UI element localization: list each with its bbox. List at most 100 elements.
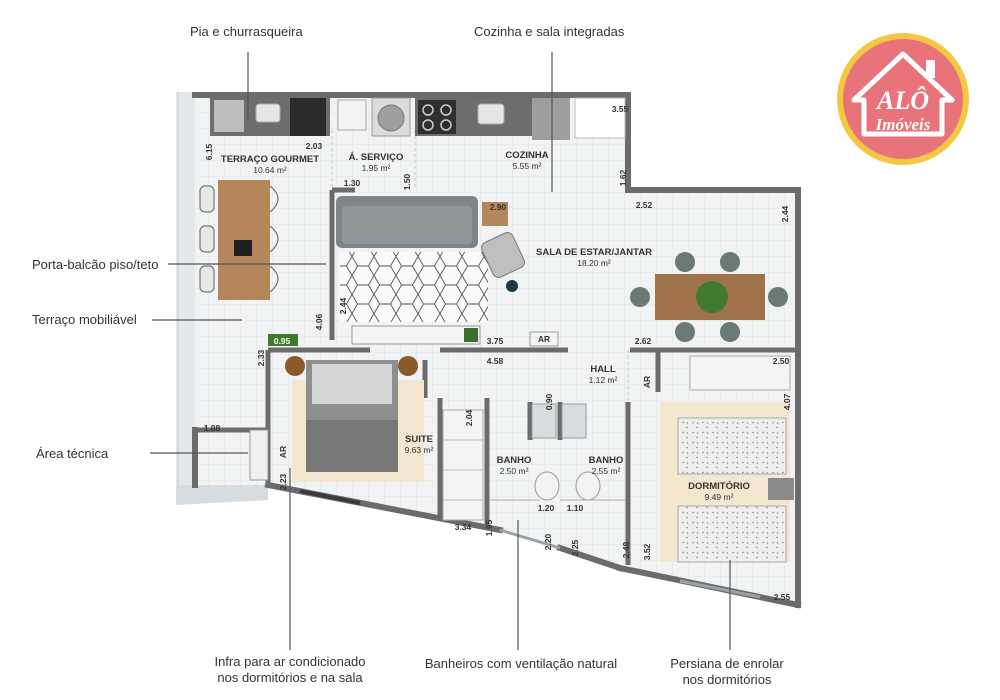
dim-252: 2.52 xyxy=(636,200,653,210)
floor-lamp xyxy=(506,280,518,292)
ar-label-sala: AR xyxy=(538,334,550,344)
dorm-bed-2 xyxy=(677,505,787,563)
dim-255: 2.55 xyxy=(774,592,791,602)
room-name-cozinha: COZINHA xyxy=(505,150,548,161)
dim-225: 2.25 xyxy=(570,539,580,556)
dining-plant xyxy=(696,281,728,313)
dim-375: 3.75 xyxy=(487,336,504,346)
dim-244a: 2.44 xyxy=(780,205,790,222)
dim-290: 2.90 xyxy=(490,202,507,212)
dim-262: 2.62 xyxy=(635,336,652,346)
callout-infra-line1: Infra para ar condicionado xyxy=(214,654,366,669)
callout-persiana-line1: Persiana de enrolar xyxy=(670,656,784,671)
balcony-edge xyxy=(176,485,268,505)
gourmet-chairs xyxy=(199,185,279,293)
dim-223: 2.23 xyxy=(278,473,288,490)
dim-220: 2.20 xyxy=(543,533,553,550)
chimney-icon xyxy=(926,60,935,78)
room-name-dormitorio: DORMITÓRIO xyxy=(688,480,750,492)
dorm-nightstand xyxy=(768,478,794,500)
fridge-kitchen xyxy=(532,98,570,140)
room-name-servico: Á. SERVIÇO xyxy=(349,152,404,163)
room-name-sala: SALA DE ESTAR/JANTAR xyxy=(536,247,652,258)
room-area-suite: 9.63 m² xyxy=(405,445,434,455)
dining-chairs xyxy=(630,252,788,342)
tv-rack xyxy=(351,325,481,345)
callout-terraco-mobiliavel: Terraço mobiliável xyxy=(32,312,137,327)
window-dorm xyxy=(679,579,761,599)
dorm-shelf xyxy=(689,355,791,391)
room-area-terraco: 10.64 m² xyxy=(253,165,287,175)
suite-duvet xyxy=(306,420,398,472)
room-name-banho2: BANHO xyxy=(589,455,624,466)
pantry xyxy=(574,97,626,139)
room-name-hall: HALL xyxy=(590,364,616,375)
room-area-cozinha: 5.55 m² xyxy=(513,161,542,171)
room-area-banho1: 2.50 m² xyxy=(500,466,529,476)
terrace-glass xyxy=(176,92,195,502)
bbq-sink xyxy=(255,103,281,123)
cooktop xyxy=(418,100,456,134)
sofa-cushions xyxy=(342,206,472,244)
suite-closet xyxy=(442,409,484,521)
side-table xyxy=(482,202,508,226)
callout-persiana-line2: nos dormitórios xyxy=(682,672,772,687)
dim-334: 3.34 xyxy=(455,522,472,532)
bath2-vanity xyxy=(561,403,587,439)
laundry-sink xyxy=(337,99,367,131)
window-bath xyxy=(499,528,561,550)
room-area-sala: 18.20 m² xyxy=(577,258,611,268)
room-area-dormitorio: 9.49 m² xyxy=(705,492,734,502)
dim-120: 1.20 xyxy=(538,503,555,513)
toilet-1 xyxy=(534,471,560,501)
window-suite xyxy=(299,489,361,505)
house-icon xyxy=(851,51,955,137)
room-area-servico: 1.95 m² xyxy=(362,163,391,173)
ar-box-sala xyxy=(529,331,559,347)
room-name-banho1: BANHO xyxy=(497,455,532,466)
cooktop-burners xyxy=(422,104,452,131)
zone-lines xyxy=(331,130,629,400)
washer-drum xyxy=(377,104,405,132)
dorm-bed-1 xyxy=(677,417,787,475)
room-area-hall: 1.12 m² xyxy=(589,375,618,385)
dim-615: 6.15 xyxy=(204,143,214,160)
dim-406: 4.06 xyxy=(314,313,324,330)
planter xyxy=(268,334,298,346)
dim-110: 1.10 xyxy=(567,503,584,513)
grill-unit xyxy=(214,100,244,132)
callout-infra-ar: Infra para ar condicionado nos dormitóri… xyxy=(200,654,380,686)
kitchen-sink xyxy=(477,103,505,125)
dim-407: 4.07 xyxy=(782,393,792,410)
suite-pillows xyxy=(312,364,392,404)
dim-195: 1.95 xyxy=(484,519,494,536)
dim-108: 1.08 xyxy=(204,423,221,433)
fridge-terrace xyxy=(290,98,326,136)
logo-text-imoveis: Imóveis xyxy=(875,115,931,134)
armchair xyxy=(481,232,525,278)
nightstand-left xyxy=(285,356,305,376)
dim-458: 4.58 xyxy=(487,356,504,366)
dim-095: 0.95 xyxy=(274,336,291,346)
room-area-banho2: 2.55 m² xyxy=(592,466,621,476)
dim-203: 2.03 xyxy=(306,141,323,151)
dim-233: 2.33 xyxy=(256,349,266,366)
dim-352: 3.52 xyxy=(642,543,652,560)
dim-130: 1.30 xyxy=(344,178,361,188)
dim-150: 1.50 xyxy=(402,173,412,190)
callout-pia-churrasqueira: Pia e churrasqueira xyxy=(190,24,303,39)
hex-rug xyxy=(340,252,488,322)
room-name-terraco: TERRAÇO GOURMET xyxy=(221,154,319,165)
callout-cozinha-sala: Cozinha e sala integradas xyxy=(474,24,625,39)
dim-090: 0.90 xyxy=(544,393,554,410)
tv-plant xyxy=(464,328,478,342)
callout-porta-balcao: Porta-balcão piso/teto xyxy=(32,257,159,272)
dim-248: 2.48 xyxy=(621,541,631,558)
toilet-2 xyxy=(575,471,601,501)
dim-250: 2.50 xyxy=(773,356,790,366)
bath1-vanity xyxy=(531,403,557,439)
alo-imoveis-logo: ALÔ Imóveis xyxy=(837,33,969,165)
ar-label-suite: AR xyxy=(278,446,288,458)
callout-persiana: Persiana de enrolar nos dormitórios xyxy=(656,656,798,688)
